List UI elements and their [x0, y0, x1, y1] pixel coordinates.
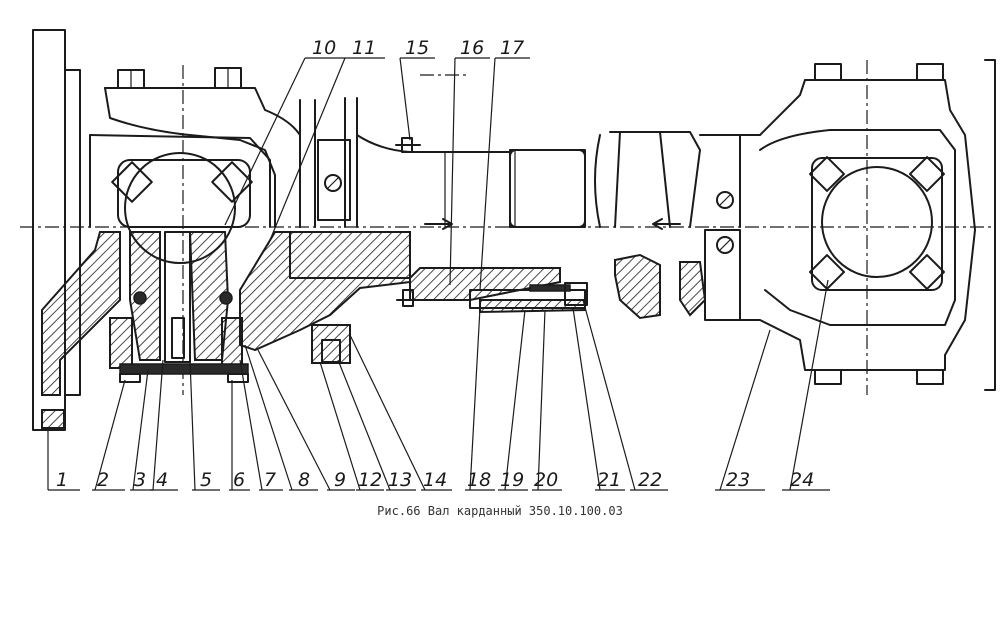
callout-4: 4 — [156, 469, 168, 491]
callout-19: 19 — [500, 469, 524, 491]
middle-shaft — [299, 97, 681, 314]
left-section-hatched — [41, 231, 411, 396]
left-flange — [32, 29, 81, 431]
callout-20: 20 — [534, 469, 558, 491]
right-yoke — [739, 59, 996, 391]
callout-labels-bottom: 1 2 3 4 5 6 7 8 9 12 13 14 18 19 20 21 2… — [56, 469, 814, 491]
callout-6: 6 — [233, 469, 245, 491]
callout-16: 16 — [460, 37, 484, 59]
callout-9: 9 — [334, 469, 346, 491]
left-yoke — [89, 67, 301, 264]
callout-12: 12 — [358, 469, 382, 491]
callout-3: 3 — [134, 469, 146, 491]
callout-labels-top: 10 11 15 16 17 — [312, 37, 524, 59]
callout-2: 2 — [97, 469, 109, 491]
callout-22: 22 — [638, 469, 662, 491]
callout-17: 17 — [500, 37, 524, 59]
callout-14: 14 — [423, 469, 447, 491]
callout-7: 7 — [264, 469, 276, 491]
callout-24: 24 — [790, 469, 814, 491]
right-rings — [594, 131, 741, 321]
callout-18: 18 — [467, 469, 491, 491]
callout-10: 10 — [312, 37, 336, 59]
callout-23: 23 — [726, 469, 750, 491]
callout-5: 5 — [200, 469, 212, 491]
leader-lines — [47, 57, 830, 491]
callout-15: 15 — [405, 37, 429, 59]
callout-8: 8 — [298, 469, 310, 491]
figure-caption: Рис.66 Вал карданный 350.10.100.03 — [377, 504, 623, 518]
callout-11: 11 — [352, 37, 376, 59]
callout-13: 13 — [388, 469, 412, 491]
callout-21: 21 — [597, 469, 621, 491]
callout-1: 1 — [56, 469, 68, 491]
